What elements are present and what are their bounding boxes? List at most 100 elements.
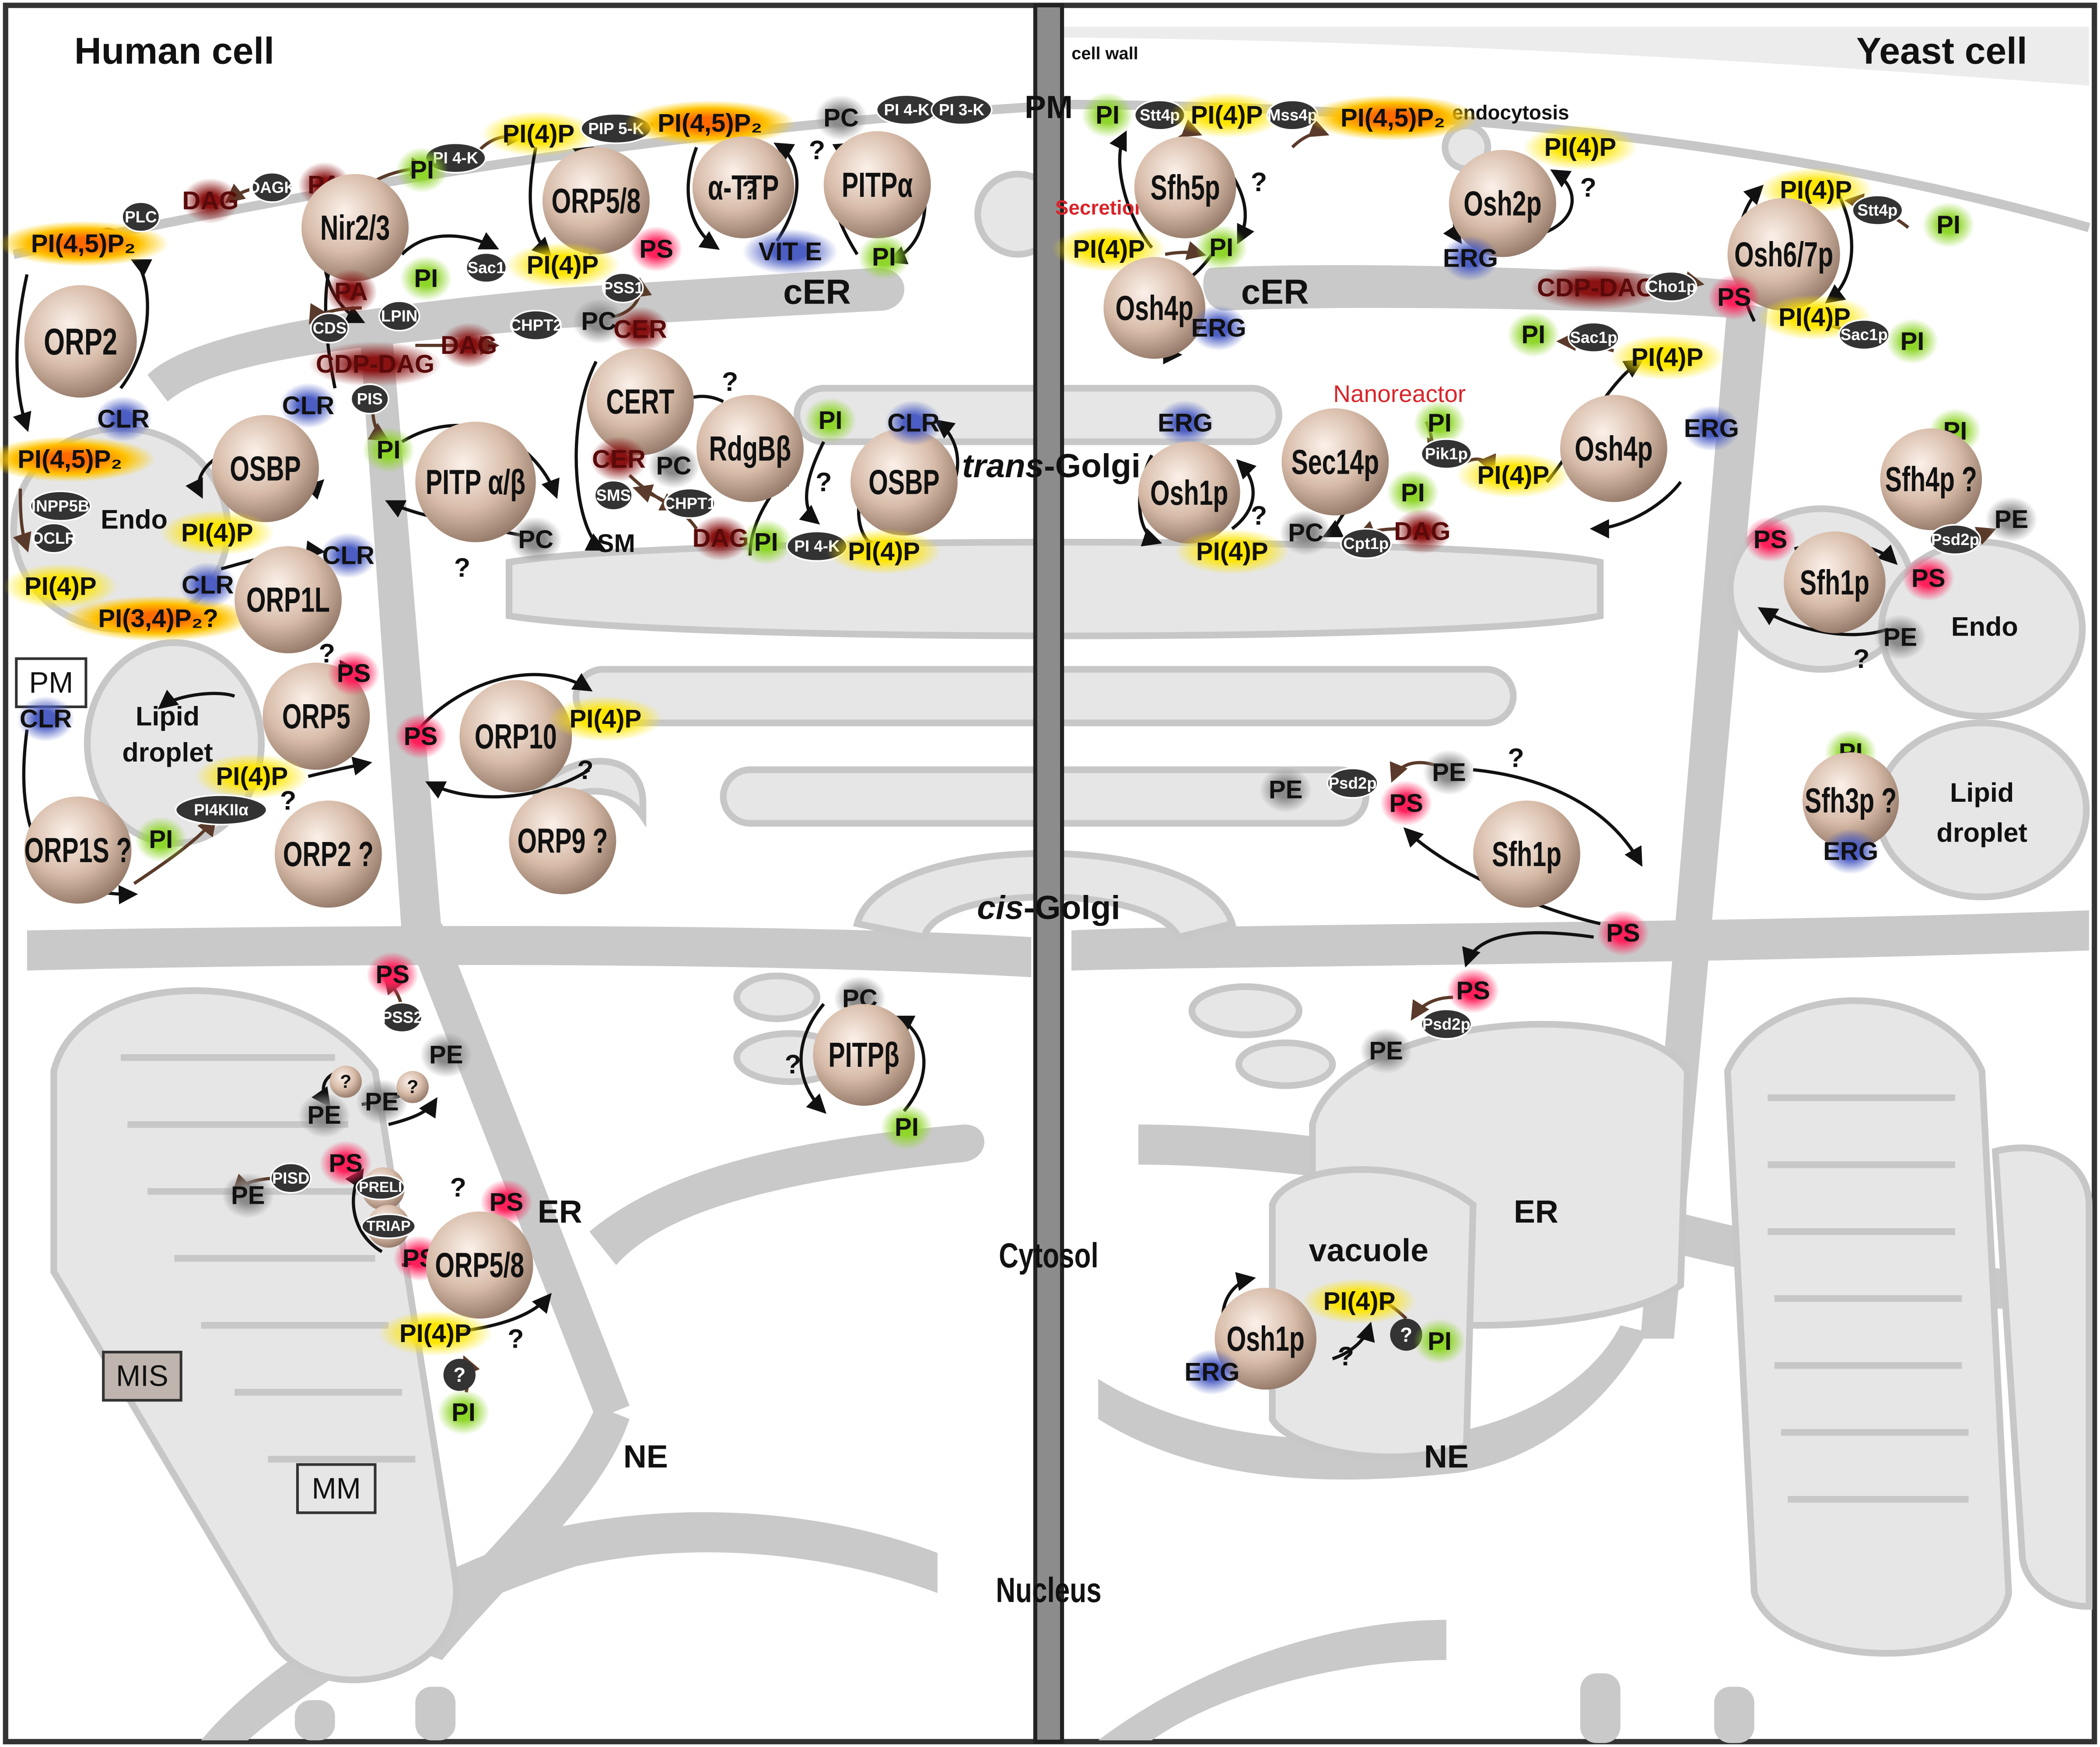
lipid-clr: CLR — [322, 542, 375, 570]
lipid-sm: SM — [597, 529, 635, 558]
enzyme-label: PSS2 — [382, 1009, 423, 1027]
protein-sphere — [1134, 136, 1236, 238]
pi-glow — [1413, 400, 1466, 446]
human-lipid-droplet-label: Lipid — [136, 701, 200, 731]
protein-sphere — [234, 546, 342, 653]
enzyme-oval — [1852, 195, 1904, 226]
enzyme-oval — [1420, 438, 1473, 470]
ps-glow — [1597, 910, 1649, 956]
enzyme-label: PLC — [125, 208, 157, 226]
pe-glow — [222, 1173, 274, 1219]
lipid-pi: PI — [1428, 409, 1452, 437]
pi45p2-glow — [624, 100, 796, 146]
pi-glow — [1886, 318, 1939, 364]
enzyme-label: Psd2p — [1422, 1015, 1470, 1033]
protein-label: ORP5/8 — [435, 1245, 524, 1285]
lipid-pi: PI — [872, 243, 896, 271]
protein-sphere — [301, 174, 409, 281]
question-mark: ? — [1853, 644, 1869, 674]
pi4p-glow — [1175, 528, 1290, 574]
lipid-pi: PI — [1521, 321, 1545, 349]
question-mark: ? — [454, 553, 470, 583]
protein-sphere — [274, 800, 382, 908]
enzyme-label: PRELI — [359, 1179, 402, 1195]
lipid-ps: PS — [329, 1149, 363, 1177]
protein-sphere — [1103, 257, 1206, 359]
enzyme-label: Sac1 — [468, 259, 505, 277]
protein-label: Osh2p — [1463, 184, 1541, 223]
enzyme-label: LPIN — [381, 307, 418, 325]
protein-label: ORP1S ? — [24, 831, 131, 870]
pi-glow — [1507, 312, 1560, 358]
lipid-erg: ERG — [1443, 244, 1498, 273]
lipid-pi: PI — [452, 1398, 476, 1426]
protein-label: Sfh3p ? — [1805, 781, 1897, 820]
pi4p-glow — [1169, 92, 1284, 138]
enzyme-oval — [29, 490, 91, 522]
protein-sphere — [1784, 531, 1886, 633]
pi-glow — [362, 427, 415, 473]
lipid-ps: PS — [1606, 919, 1640, 947]
pi4p-glow — [3, 563, 118, 609]
lipid-pi4p: PI(4)P — [1196, 537, 1268, 566]
enzyme-label: Cpt1p — [1343, 535, 1389, 552]
protein-label: Nir2/3 — [320, 208, 390, 248]
enzyme-oval — [175, 794, 268, 826]
lipid-pe: PE — [429, 1041, 463, 1069]
pi4p-glow — [481, 111, 596, 157]
lipid-ps: PS — [1389, 789, 1423, 818]
lipid-pi45p2: PI(4,5)P₂ — [1340, 104, 1445, 132]
lipid-pi: PI — [1401, 479, 1425, 507]
lipid-ps: PS — [1456, 976, 1490, 1005]
lipid-pc: PC — [1288, 519, 1323, 547]
clr-glow — [17, 696, 75, 742]
enzyme-oval — [1420, 1008, 1473, 1040]
question-mark: ? — [1251, 167, 1267, 197]
lipid-pi4p: PI(4)P — [502, 120, 574, 148]
lipid-cdp-dag: CDP-DAG — [316, 350, 434, 378]
lipid-cdp-dag: CDP-DAG — [1537, 274, 1656, 302]
question-mark: ? — [577, 755, 593, 785]
question-mark: ? — [722, 367, 738, 396]
protein-sphere — [1281, 408, 1389, 516]
human-endo-label: Endo — [101, 504, 168, 534]
pi-glow — [858, 234, 910, 280]
vacuole-label: vacuole — [1309, 1233, 1429, 1268]
protein-sphere — [850, 428, 958, 536]
question-mark: ? — [450, 1173, 466, 1202]
cer-glow — [612, 306, 669, 352]
pi-glow — [804, 397, 857, 444]
lipid-pi4p: PI(4)P — [1191, 101, 1263, 129]
protein-label: ORP2 ? — [283, 835, 374, 874]
enzyme-oval — [251, 171, 293, 203]
erg-glow — [1442, 235, 1499, 281]
protein-sphere — [1727, 198, 1840, 311]
pi4p-glow — [826, 528, 942, 574]
lipid-pi4p: PI(4)P — [216, 762, 288, 791]
enzyme-oval — [381, 1002, 423, 1033]
protein-label: PITPα — [842, 165, 913, 205]
lipid-erg: ERG — [1184, 1358, 1239, 1387]
lipid-ps: PS — [375, 961, 410, 989]
yeast-mito-cristae — [1768, 1094, 1969, 1503]
lipid-pi4p: PI(4)P — [1477, 461, 1550, 489]
question-mark: ? — [1338, 1341, 1354, 1371]
protein-label: Osh4p — [1116, 288, 1194, 328]
question-mark: ? — [340, 1071, 351, 1092]
protein-label: CERT — [606, 382, 674, 421]
question-mark: ? — [785, 1049, 801, 1079]
cdp-dag-glow — [308, 341, 442, 387]
lipid-pi: PI — [1936, 211, 1960, 239]
pi4p-glow — [1610, 335, 1725, 381]
clr-glow — [179, 562, 237, 608]
lipid-pi: PI — [1428, 1327, 1452, 1356]
erg-glow — [1683, 405, 1740, 451]
question-mark: ? — [809, 135, 825, 165]
lipid-pi: PI — [149, 825, 173, 853]
enzyme-oval — [1645, 271, 1698, 302]
protein-sphere — [459, 680, 572, 793]
enzyme-label: TRIAP — [367, 1218, 411, 1234]
question-mark: ? — [280, 786, 296, 815]
pi-glow — [1195, 225, 1248, 271]
